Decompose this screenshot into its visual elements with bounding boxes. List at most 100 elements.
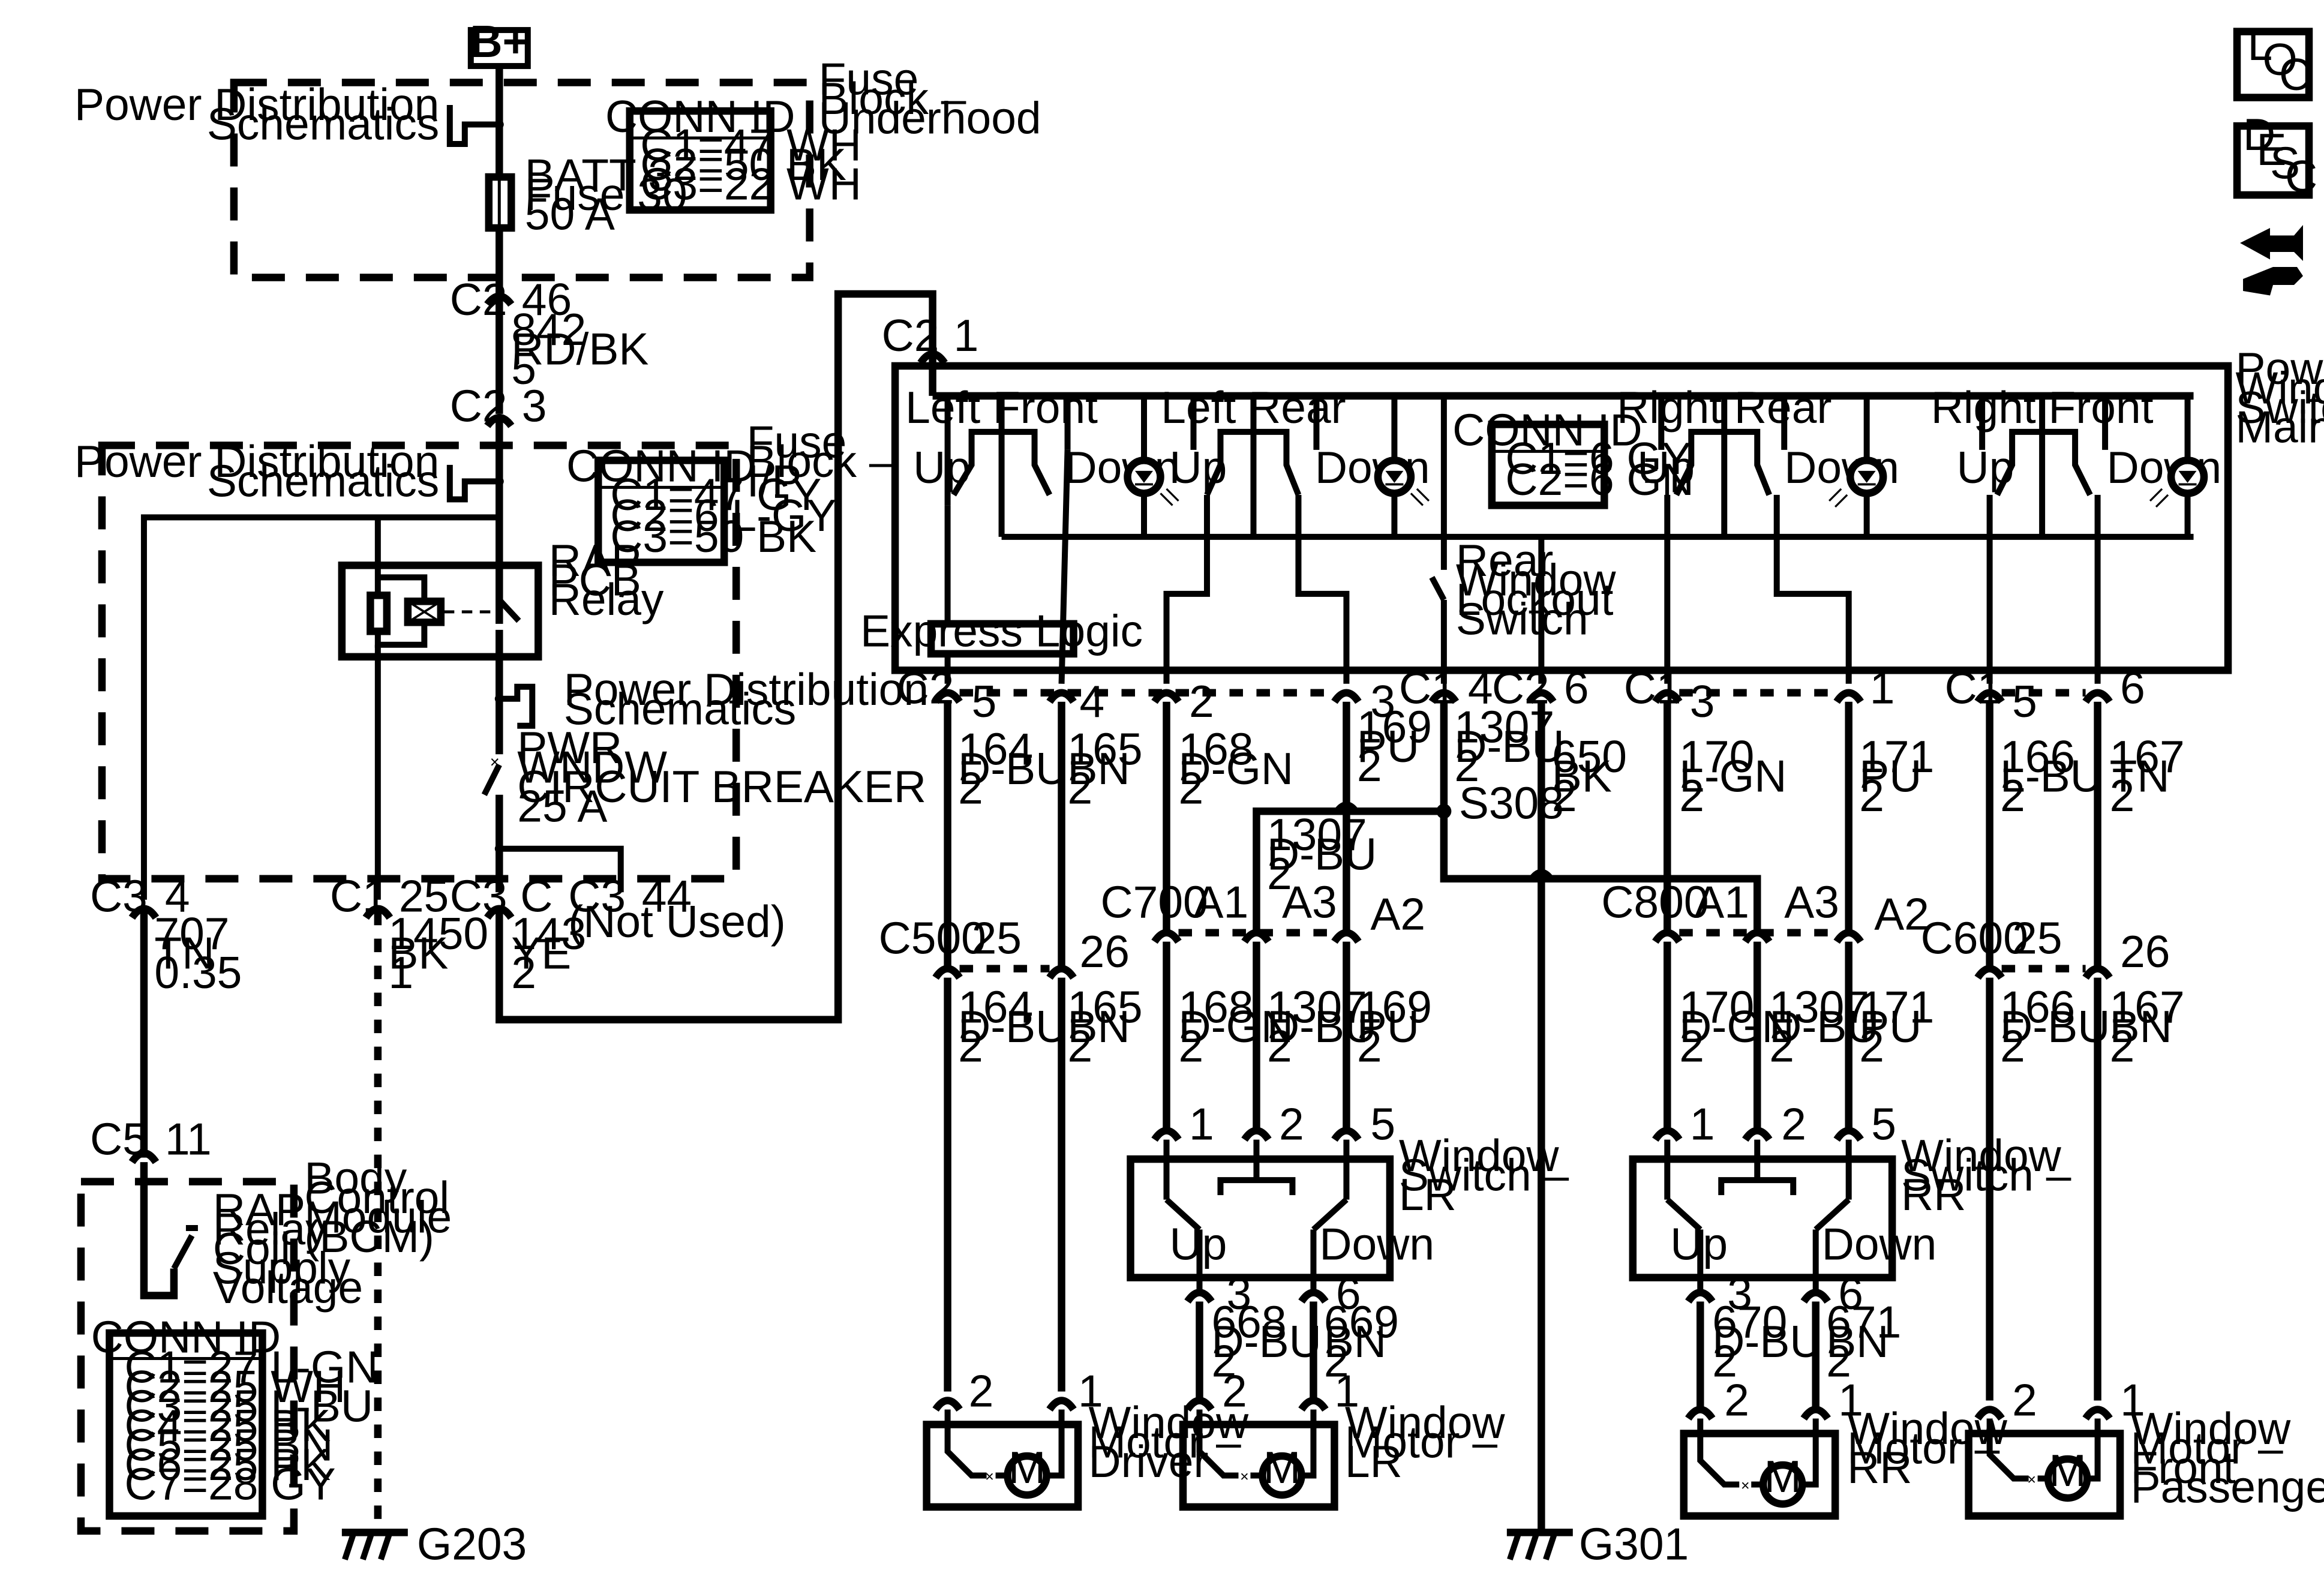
wire-164-upper: 164 D-BU 2 xyxy=(958,724,1068,813)
svg-text:2: 2 xyxy=(1552,770,1577,821)
svg-text:BN: BN xyxy=(1826,1316,1888,1367)
svg-text:2: 2 xyxy=(1679,770,1704,821)
svg-text:CONN ID: CONN ID xyxy=(605,91,795,142)
svg-text:A1: A1 xyxy=(1193,877,1248,927)
svg-text:E: E xyxy=(2257,124,2287,175)
svg-text:L: L xyxy=(2248,19,2273,70)
wire-168-lower: 168 D-GN 2 xyxy=(1178,982,1293,1071)
svg-text:165: 165 xyxy=(1068,724,1143,775)
svg-text:PWR: PWR xyxy=(517,722,622,773)
switch-section-left-front: Left Front Up Down xyxy=(905,382,1179,630)
svg-text:CONN ID: CONN ID xyxy=(91,1312,281,1362)
svg-text:2: 2 xyxy=(1267,848,1292,899)
svg-text:Express Logic: Express Logic xyxy=(860,605,1143,656)
svg-text:11: 11 xyxy=(165,1114,212,1164)
svg-text:2: 2 xyxy=(2110,1021,2135,1071)
svg-text:Window: Window xyxy=(1345,1397,1505,1448)
svg-text:0.35: 0.35 xyxy=(154,947,242,998)
svg-text:1450: 1450 xyxy=(388,908,488,959)
wire-171-lower: 171 PU 2 xyxy=(1859,982,1934,1071)
svg-text:2: 2 xyxy=(1324,1335,1349,1386)
svg-text:Voltage: Voltage xyxy=(213,1262,363,1313)
conn-id-table-underhood: CONN ID C1=47 WH C2=50 BK C3=22 WH xyxy=(605,91,861,214)
svg-text:(BCM): (BCM) xyxy=(304,1211,434,1262)
svg-text:2: 2 xyxy=(2000,770,2025,821)
svg-text:PCB: PCB xyxy=(549,554,641,605)
window-motor-rr: 2 1 × M Window Motor – RR xyxy=(1680,1374,2008,1520)
desc-icon[interactable]: D E S C xyxy=(2233,109,2317,202)
svg-text:Module: Module xyxy=(304,1192,452,1242)
connector-end-view-icon[interactable] xyxy=(2240,224,2304,296)
svg-text:2: 2 xyxy=(1068,1021,1093,1071)
svg-text:5: 5 xyxy=(2012,676,2037,727)
svg-text:Switch –: Switch – xyxy=(2236,382,2324,433)
svg-text:168: 168 xyxy=(1178,982,1253,1032)
svg-text:143: 143 xyxy=(511,908,586,959)
svg-text:6: 6 xyxy=(1838,1268,1863,1319)
svg-text:2: 2 xyxy=(1357,1021,1382,1071)
wire-650: 650 BK 2 xyxy=(1552,731,1627,821)
svg-text:164: 164 xyxy=(958,982,1033,1032)
svg-text:L-GN: L-GN xyxy=(1679,751,1786,801)
svg-text:×: × xyxy=(1741,1477,1750,1494)
connector-c500: C500 25 26 xyxy=(879,913,1130,980)
wire-1307-lower-rr: 1307 D-BU 2 xyxy=(1769,982,1879,1071)
svg-text:25: 25 xyxy=(972,913,1022,963)
svg-text:Main: Main xyxy=(2236,401,2324,452)
svg-text:2: 2 xyxy=(511,947,536,998)
splice-s308: S308 xyxy=(1436,778,1564,828)
svg-text:Schematics: Schematics xyxy=(207,455,439,506)
svg-text:Coil: Coil xyxy=(213,1223,290,1274)
svg-text:Up: Up xyxy=(1637,442,1695,493)
svg-text:2: 2 xyxy=(1357,740,1382,791)
svg-text:C1=47 GY: C1=47 GY xyxy=(610,469,821,520)
svg-text:650: 650 xyxy=(1552,731,1627,782)
svg-text:166: 166 xyxy=(2000,982,2075,1032)
wire-166-upper: 166 L-BU 2 xyxy=(2000,731,2103,821)
wire-167-lower: 167 BN 2 xyxy=(2110,982,2185,1071)
svg-text:Power: Power xyxy=(2236,343,2324,394)
svg-text:G301: G301 xyxy=(1579,1518,1689,1569)
svg-text:C2: C2 xyxy=(882,310,939,361)
svg-text:BN: BN xyxy=(2110,1001,2172,1052)
led-left-front xyxy=(1124,395,1179,537)
connector-c3-44: C3 44 (Not Used) xyxy=(568,871,785,947)
svg-text:2: 2 xyxy=(1267,1021,1292,1071)
svg-text:2: 2 xyxy=(1826,1335,1851,1386)
svg-text:C3: C3 xyxy=(90,871,148,921)
wire-1307-lower-lr: 1307 D-BU 2 xyxy=(1267,982,1377,1071)
svg-text:C6=25 PK: C6=25 PK xyxy=(124,1439,331,1490)
svg-text:2: 2 xyxy=(1859,770,1884,821)
svg-text:171: 171 xyxy=(1859,731,1934,782)
svg-text:171: 171 xyxy=(1859,982,1934,1032)
svg-text:C3=50 BK: C3=50 BK xyxy=(610,511,816,562)
svg-text:Relay: Relay xyxy=(213,1204,328,1254)
svg-text:44: 44 xyxy=(642,871,692,921)
connector-c5-11: C5 11 xyxy=(90,1114,212,1164)
svg-text:25: 25 xyxy=(399,871,449,921)
svg-text:4: 4 xyxy=(1080,676,1105,727)
svg-text:D-BU: D-BU xyxy=(1267,829,1377,879)
svg-text:Motor –: Motor – xyxy=(2131,1422,2283,1473)
svg-text:169: 169 xyxy=(1357,701,1432,752)
wire-707: 707 TN 0.35 xyxy=(154,908,242,998)
svg-text:RR: RR xyxy=(1901,1169,1966,1220)
main-switch-pins: C2 5 4 2 3 C1 4 C2 6 C1 3 1 C1 5 6 xyxy=(897,662,2145,726)
svg-text:1: 1 xyxy=(1189,1099,1214,1149)
ground-g301: G301 xyxy=(1506,1518,1689,1569)
svg-text:Passenger: Passenger xyxy=(2131,1461,2324,1512)
led-right-rear xyxy=(1828,395,1887,537)
svg-text:D: D xyxy=(2243,109,2275,160)
wire-167-upper: 167 TN 2 xyxy=(2110,731,2185,821)
svg-text:46: 46 xyxy=(522,274,572,325)
svg-text:2: 2 xyxy=(1724,1374,1749,1425)
bcm-outline xyxy=(77,1178,298,1535)
svg-text:2: 2 xyxy=(1781,1099,1806,1149)
svg-text:1: 1 xyxy=(954,310,979,361)
svg-text:5: 5 xyxy=(1871,1099,1896,1149)
svg-text:RD/BK: RD/BK xyxy=(511,323,648,374)
svg-text:1: 1 xyxy=(1078,1365,1103,1416)
loc-icon[interactable]: L O C xyxy=(2233,19,2313,101)
wire-842: 842 RD/BK 5 xyxy=(511,304,648,394)
